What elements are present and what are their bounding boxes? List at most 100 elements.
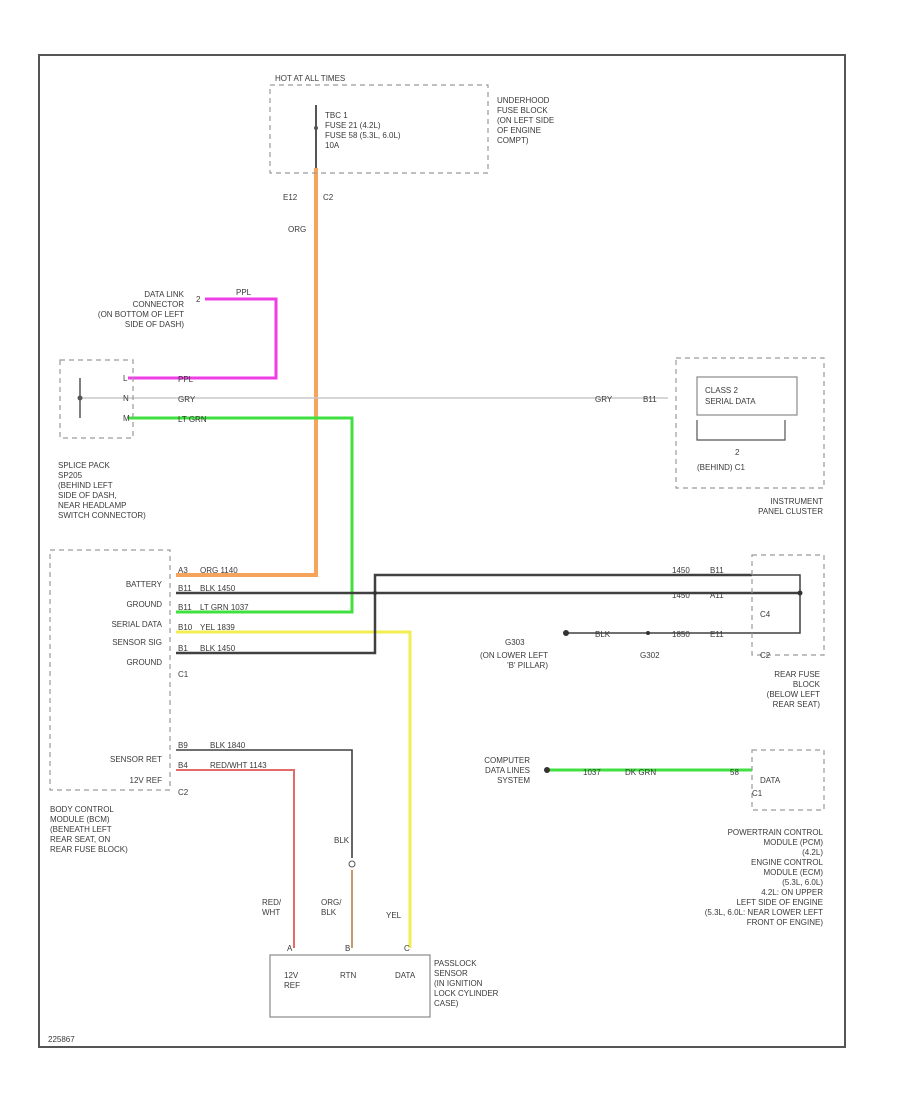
splice-label-4: SIDE OF DASH, xyxy=(58,491,117,500)
inline-connector-icon xyxy=(348,860,356,868)
bcm-name-1: BODY CONTROL xyxy=(50,805,114,814)
rfb-name-2: BLOCK xyxy=(793,680,821,689)
yel-wire-label: YEL xyxy=(386,911,402,920)
bcm-pin-5: B1 xyxy=(178,644,188,653)
bcm-pin-4: B10 xyxy=(178,623,193,632)
footer-code: 225867 xyxy=(48,1035,75,1044)
diagram-frame xyxy=(38,54,846,1048)
pcm-sys-2: DATA LINES xyxy=(485,766,530,775)
wire-green xyxy=(128,416,354,614)
bcm-pin-1: A3 xyxy=(178,566,188,575)
fuse-loc-1: UNDERHOOD xyxy=(497,96,550,105)
rfb-wire-3: 1850 xyxy=(672,630,690,639)
passlock-col-c: DATA xyxy=(395,971,416,980)
pcm-pin: 58 xyxy=(730,768,739,777)
bcm-pin-7: B4 xyxy=(178,761,188,770)
bcm-wire-1: ORG 1140 xyxy=(200,566,238,575)
org-wire-label-1: ORG/ xyxy=(321,898,342,907)
fuse-pin-1: E12 xyxy=(283,193,298,202)
fuse-line-1: TBC 1 xyxy=(325,111,348,120)
pcm-c1: C1 xyxy=(752,789,763,798)
passlock-name-2: SENSOR xyxy=(434,969,468,978)
bcm-wire-5: BLK 1450 xyxy=(200,644,236,653)
black-junction xyxy=(373,591,377,595)
rfb-ground-loc-1: (ON LOWER LEFT xyxy=(480,651,548,660)
bcm-pin-3: B11 xyxy=(178,603,192,612)
passlock-box xyxy=(269,954,431,1018)
splice-pack-box xyxy=(59,359,134,439)
dlc-wire-label: PPL xyxy=(236,288,252,297)
passlock-col-a-2: REF xyxy=(284,981,300,990)
fuse-loc-3: (ON LEFT SIDE xyxy=(497,116,554,125)
rfb-ground-label: G303 xyxy=(505,638,525,647)
ipc-name-2: PANEL CLUSTER xyxy=(758,507,823,516)
passlock-pin-c: C xyxy=(404,944,410,953)
pcm-sys-3: SYSTEM xyxy=(497,776,530,785)
bcm-wire-3: LT GRN 1037 xyxy=(200,603,249,612)
ipc-connector: (BEHIND) C1 xyxy=(697,463,746,472)
splice-label-5: NEAR HEADLAMP xyxy=(58,501,126,510)
rfb-node xyxy=(797,590,803,596)
pcm-name-2: MODULE (PCM) xyxy=(763,838,823,847)
ipc-name-1: INSTRUMENT xyxy=(771,497,824,506)
splice-node xyxy=(77,395,83,401)
wire-pink xyxy=(128,297,278,380)
passlock-pin-b: B xyxy=(345,944,350,953)
pcm-name-1: POWERTRAIN CONTROL xyxy=(728,828,824,837)
rear-fuse-block-box xyxy=(751,554,825,656)
pcm-name-3: (4.2L) xyxy=(802,848,823,857)
rfb-name-3: (BELOW LEFT xyxy=(767,690,820,699)
rfb-pin-2: A11 xyxy=(710,591,724,600)
pcm-box xyxy=(751,749,825,811)
bcm-label-12v-ref: 12V REF xyxy=(130,776,163,785)
wire-orange xyxy=(176,168,318,577)
bcm-wire-2: BLK 1450 xyxy=(200,584,236,593)
ground-g302-node xyxy=(646,631,650,635)
ipc-inner-wire xyxy=(696,420,786,441)
splice-pin-m: M xyxy=(123,414,130,423)
splice-label-3: (BEHIND LEFT xyxy=(58,481,113,490)
bcm-wire-7: RED/WHT 1143 xyxy=(210,761,267,770)
splice-label-6: SWITCH CONNECTOR) xyxy=(58,511,146,520)
pcm-system-arrow-icon xyxy=(544,767,550,773)
ipc-inner-label-1: CLASS 2 xyxy=(705,386,738,395)
rfb-ground-loc-2: 'B' PILLAR) xyxy=(507,661,548,670)
ipc-box xyxy=(675,357,825,489)
pcm-sys-1: COMPUTER xyxy=(484,756,530,765)
dlc-label-1: DATA LINK xyxy=(144,290,184,299)
bcm-name-4: REAR SEAT, ON xyxy=(50,835,111,844)
rfb-name-4: REAR SEAT) xyxy=(773,700,821,709)
fuse-line-4: 10A xyxy=(325,141,340,150)
bcm-wire-6: BLK 1840 xyxy=(210,741,246,750)
splice-pin-n: N xyxy=(123,394,129,403)
ground-g303-icon xyxy=(563,630,569,636)
splice-label-2: SP205 xyxy=(58,471,83,480)
wire-red xyxy=(176,769,295,948)
splice-label-1: SPLICE PACK xyxy=(58,461,111,470)
passlock-name-4: LOCK CYLINDER xyxy=(434,989,499,998)
org-wire-label-2: BLK xyxy=(321,908,337,917)
dlc-label-4: SIDE OF DASH) xyxy=(125,320,184,329)
rfb-pin-3: E11 xyxy=(710,630,724,639)
fuse-node xyxy=(314,126,318,130)
ipc-pin: B11 xyxy=(643,395,657,404)
rfb-c2: C2 xyxy=(760,651,771,660)
rfb-wire-2: 1450 xyxy=(672,591,690,600)
splice-wire-1: PPL xyxy=(178,375,194,384)
pcm-wire-1: 1037 xyxy=(583,768,601,777)
fuse-line-2: FUSE 21 (4.2L) xyxy=(325,121,381,130)
dlc-label-3: (ON BOTTOM OF LEFT xyxy=(98,310,184,319)
passlock-col-a-1: 12V xyxy=(284,971,299,980)
bcm-pin-2: B11 xyxy=(178,584,192,593)
pcm-name-5: MODULE (ECM) xyxy=(763,868,823,877)
passlock-col-b: RTN xyxy=(340,971,357,980)
rfb-ground-wire: BLK xyxy=(595,630,611,639)
bcm-c1: C1 xyxy=(178,670,189,679)
fuse-hot-label: HOT AT ALL TIMES xyxy=(275,74,345,83)
pcm-name-7: 4.2L: ON UPPER xyxy=(761,888,823,897)
splice-wire-2: GRY xyxy=(178,395,196,404)
bcm-c2: C2 xyxy=(178,788,189,797)
bcm-name-5: REAR FUSE BLOCK) xyxy=(50,845,128,854)
fuse-pin-2: C2 xyxy=(323,193,334,202)
